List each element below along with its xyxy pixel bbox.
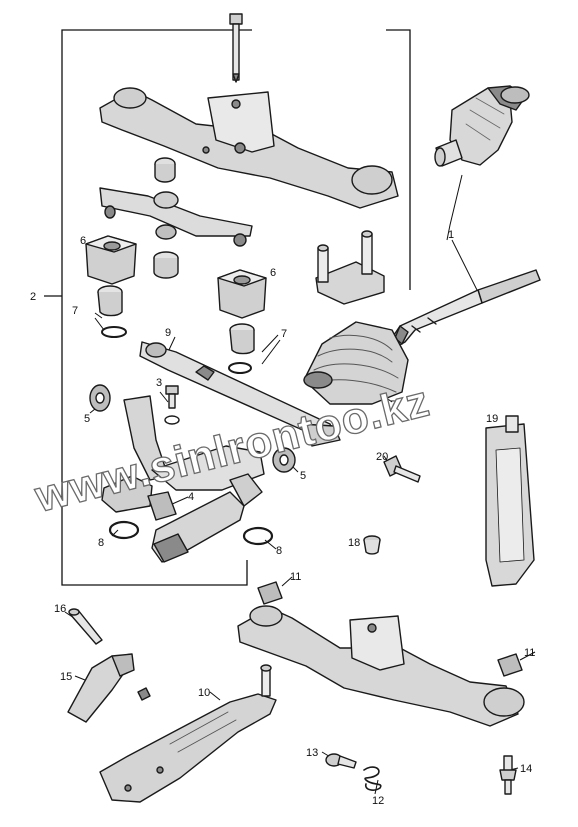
lever-boot: [303, 321, 409, 405]
rubber-block-left: [85, 235, 137, 285]
seal-ring-left: [108, 520, 140, 540]
rubber-block-right: [217, 269, 267, 319]
callout-6a: 6: [80, 235, 86, 247]
callout-10: 10: [198, 687, 210, 699]
callout-1: 1: [448, 229, 454, 241]
selector-bracket-upper: [99, 87, 399, 209]
callout-5a: 5: [84, 413, 90, 425]
seal-ring-right: [242, 526, 274, 546]
callout-labels: 1 2 3 4 5 5 6 6 7 7 8 8 9 10 11 11 12 13…: [30, 229, 535, 807]
callout-15: 15: [60, 671, 72, 683]
callout-7a: 7: [72, 305, 78, 317]
clip-lower: [497, 653, 523, 677]
washer-right: [272, 447, 296, 473]
callout-5b: 5: [300, 470, 306, 482]
stud-14: [499, 755, 517, 795]
callout-8a: 8: [98, 537, 104, 549]
spring-12: [363, 766, 382, 791]
selector-bracket-lower: [237, 605, 525, 727]
pin-16: [68, 608, 103, 645]
callout-13: 13: [306, 747, 318, 759]
shifter-plate-middle: [99, 187, 253, 247]
callout-6b: 6: [270, 267, 276, 279]
lever-upper-joint: [434, 85, 530, 167]
callout-11b: 11: [524, 647, 535, 659]
callout-4: 4: [188, 491, 194, 503]
callout-11a: 11: [290, 571, 301, 583]
bushing-left: [97, 285, 127, 338]
long-bolt-top: [229, 13, 243, 83]
callout-7b: 7: [281, 328, 287, 340]
callout-18: 18: [348, 537, 360, 549]
cover-plate: [485, 415, 535, 587]
spacer-bushing: [154, 157, 176, 183]
callout-3: 3: [156, 377, 162, 389]
callout-14: 14: [520, 763, 532, 775]
gear-lever: [391, 269, 541, 347]
washer-left: [89, 384, 111, 412]
bolt-20: [383, 455, 421, 483]
lever-plate: [99, 664, 277, 803]
callout-20: 20: [376, 451, 388, 463]
small-bolt: [164, 385, 180, 425]
callout-16: 16: [54, 603, 66, 615]
callout-17: 17: [384, 399, 396, 411]
selector-rod: [139, 341, 341, 447]
pivot-bracket: [315, 230, 385, 305]
lever-assembly: [101, 395, 265, 563]
fork-15: [67, 653, 151, 723]
bushing-right: [228, 323, 255, 374]
center-bushing: [153, 251, 179, 279]
screw-13: [325, 753, 357, 769]
callout-9: 9: [165, 327, 171, 339]
callout-8b: 8: [276, 545, 282, 557]
nut-18: [363, 535, 381, 555]
clip-upper: [257, 581, 283, 605]
group-bracket: [44, 29, 411, 586]
callout-19: 19: [486, 413, 498, 425]
callout-12: 12: [372, 795, 384, 807]
callout-2: 2: [30, 291, 36, 303]
